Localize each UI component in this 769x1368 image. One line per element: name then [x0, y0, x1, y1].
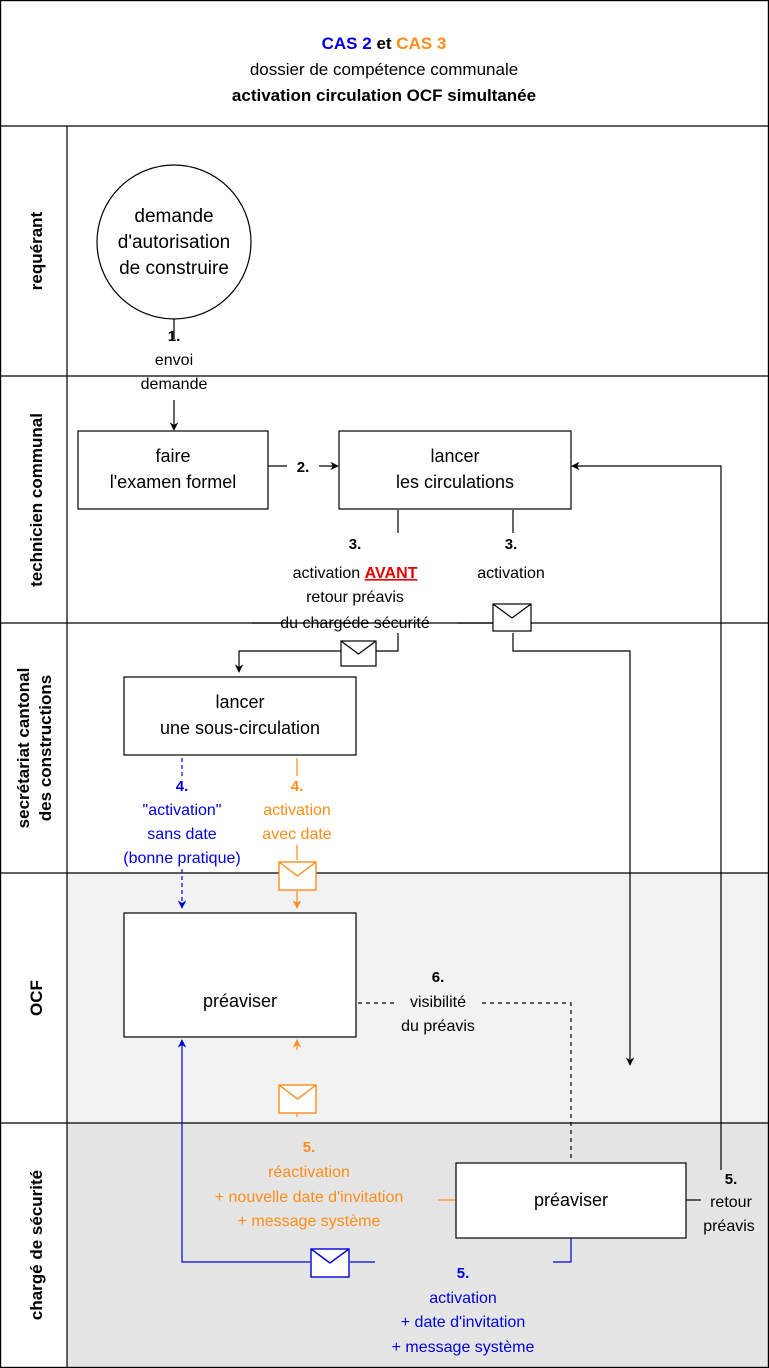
- flow-5-blue-right: [553, 1238, 572, 1263]
- task-preaviser-charge: [455, 1162, 687, 1239]
- lane-label-secretariat-1: secrétariat cantonal: [14, 668, 33, 829]
- flow-3a-label-b: retour préavis: [306, 589, 404, 606]
- flow-1-label-b: demande: [141, 376, 208, 393]
- task-examen-line-1: faire: [155, 446, 190, 466]
- envelope-icon-blue: [310, 1248, 350, 1278]
- flow-3b-arrow: [512, 633, 635, 1066]
- flow-4-orange-label-b: avec date: [262, 826, 331, 843]
- task-examen-formel: [77, 430, 269, 510]
- flow-5-orange-label-a: réactivation: [268, 1164, 350, 1181]
- envelope-icon: [492, 603, 532, 632]
- task-lancer-circulations: [338, 430, 572, 510]
- flow-6-number: 6.: [432, 969, 445, 986]
- flow-6-label-b: du préavis: [401, 1018, 475, 1035]
- task-sous-circ-line-1: lancer: [215, 692, 264, 712]
- flow-4-orange-label-a: activation: [263, 802, 331, 819]
- envelope-icon-orange: [278, 1084, 317, 1114]
- lane-label-ocf: OCF: [27, 980, 46, 1016]
- flow-3a-arrow: [234, 650, 341, 673]
- flow-3a-label-a: activation AVANT: [293, 565, 418, 582]
- task-preaviser-ocf-label: préaviser: [203, 991, 277, 1011]
- flow-3b-number: 3.: [505, 536, 518, 553]
- lane-label-charge: chargé de sécurité: [27, 1170, 46, 1320]
- flow-3a-number: 3.: [349, 536, 362, 553]
- header-title: CAS 2 et CAS 3: [322, 34, 447, 53]
- task-lancer-line-2: les circulations: [396, 472, 514, 492]
- start-event-line-1: demande: [134, 206, 213, 227]
- header-heading: activation circulation OCF simultanée: [232, 86, 536, 105]
- task-sous-circulation: [123, 676, 357, 756]
- flow-2-number: 2.: [297, 459, 310, 476]
- header-subtitle: dossier de compétence communale: [250, 60, 518, 79]
- flow-6-label-a: visibilité: [410, 994, 466, 1011]
- task-examen-line-2: l'examen formel: [110, 472, 236, 492]
- envelope-icon: [340, 640, 377, 667]
- charge-lane-background: [67, 1123, 769, 1368]
- envelope-icon-orange: [278, 861, 317, 891]
- lane-label-secretariat-2: des constructions: [36, 675, 55, 821]
- flow-5-orange-label-b: + nouvelle date d'invitation: [215, 1189, 404, 1206]
- flow-4-orange-number: 4.: [291, 778, 304, 795]
- start-event-line-3: de construire: [119, 258, 229, 279]
- flow-5-retour-label-b: préavis: [703, 1218, 755, 1235]
- flow-5-orange-label-c: + message système: [238, 1213, 381, 1230]
- flow-5-retour-number: 5.: [725, 1171, 738, 1188]
- flow-3a-label-c: du chargéde sécurité: [280, 615, 430, 632]
- flow-5-retour-arrow: [571, 461, 722, 1170]
- flow-3a-right-seg: [374, 633, 399, 652]
- flow-4-blue-label-b: sans date: [147, 826, 216, 843]
- flow-1-number: 1.: [168, 328, 181, 345]
- flow-1-label-a: envoi: [155, 352, 193, 369]
- start-event-circle: [96, 164, 252, 320]
- flow-5-blue-number: 5.: [457, 1265, 470, 1282]
- flow-3b-label: activation: [477, 565, 545, 582]
- lane-label-technicien: technicien communal: [27, 413, 46, 587]
- flow-4-blue-label-a: "activation": [143, 802, 222, 819]
- task-preaviser-charge-label: préaviser: [534, 1190, 608, 1210]
- flow-6-right: [482, 1002, 572, 1162]
- flow-5-orange-number: 5.: [303, 1139, 316, 1156]
- task-lancer-line-1: lancer: [430, 446, 479, 466]
- flow-5-blue-label-a: activation: [429, 1290, 497, 1307]
- task-preaviser-ocf: [123, 912, 357, 1038]
- flow-4-blue-number: 4.: [176, 778, 189, 795]
- flow-5-retour-label-a: retour: [710, 1194, 752, 1211]
- flow-5-blue-label-c: + message système: [392, 1339, 535, 1356]
- flow-4-blue-label-c: (bonne pratique): [123, 850, 240, 867]
- lane-label-requerant: requérant: [27, 211, 46, 290]
- flow-5-blue-label-b: + date d'invitation: [401, 1314, 525, 1331]
- flow-5-blue-arrow: [177, 1039, 310, 1263]
- task-sous-circ-line-2: une sous-circulation: [160, 718, 320, 738]
- start-event-line-2: d'autorisation: [118, 232, 230, 253]
